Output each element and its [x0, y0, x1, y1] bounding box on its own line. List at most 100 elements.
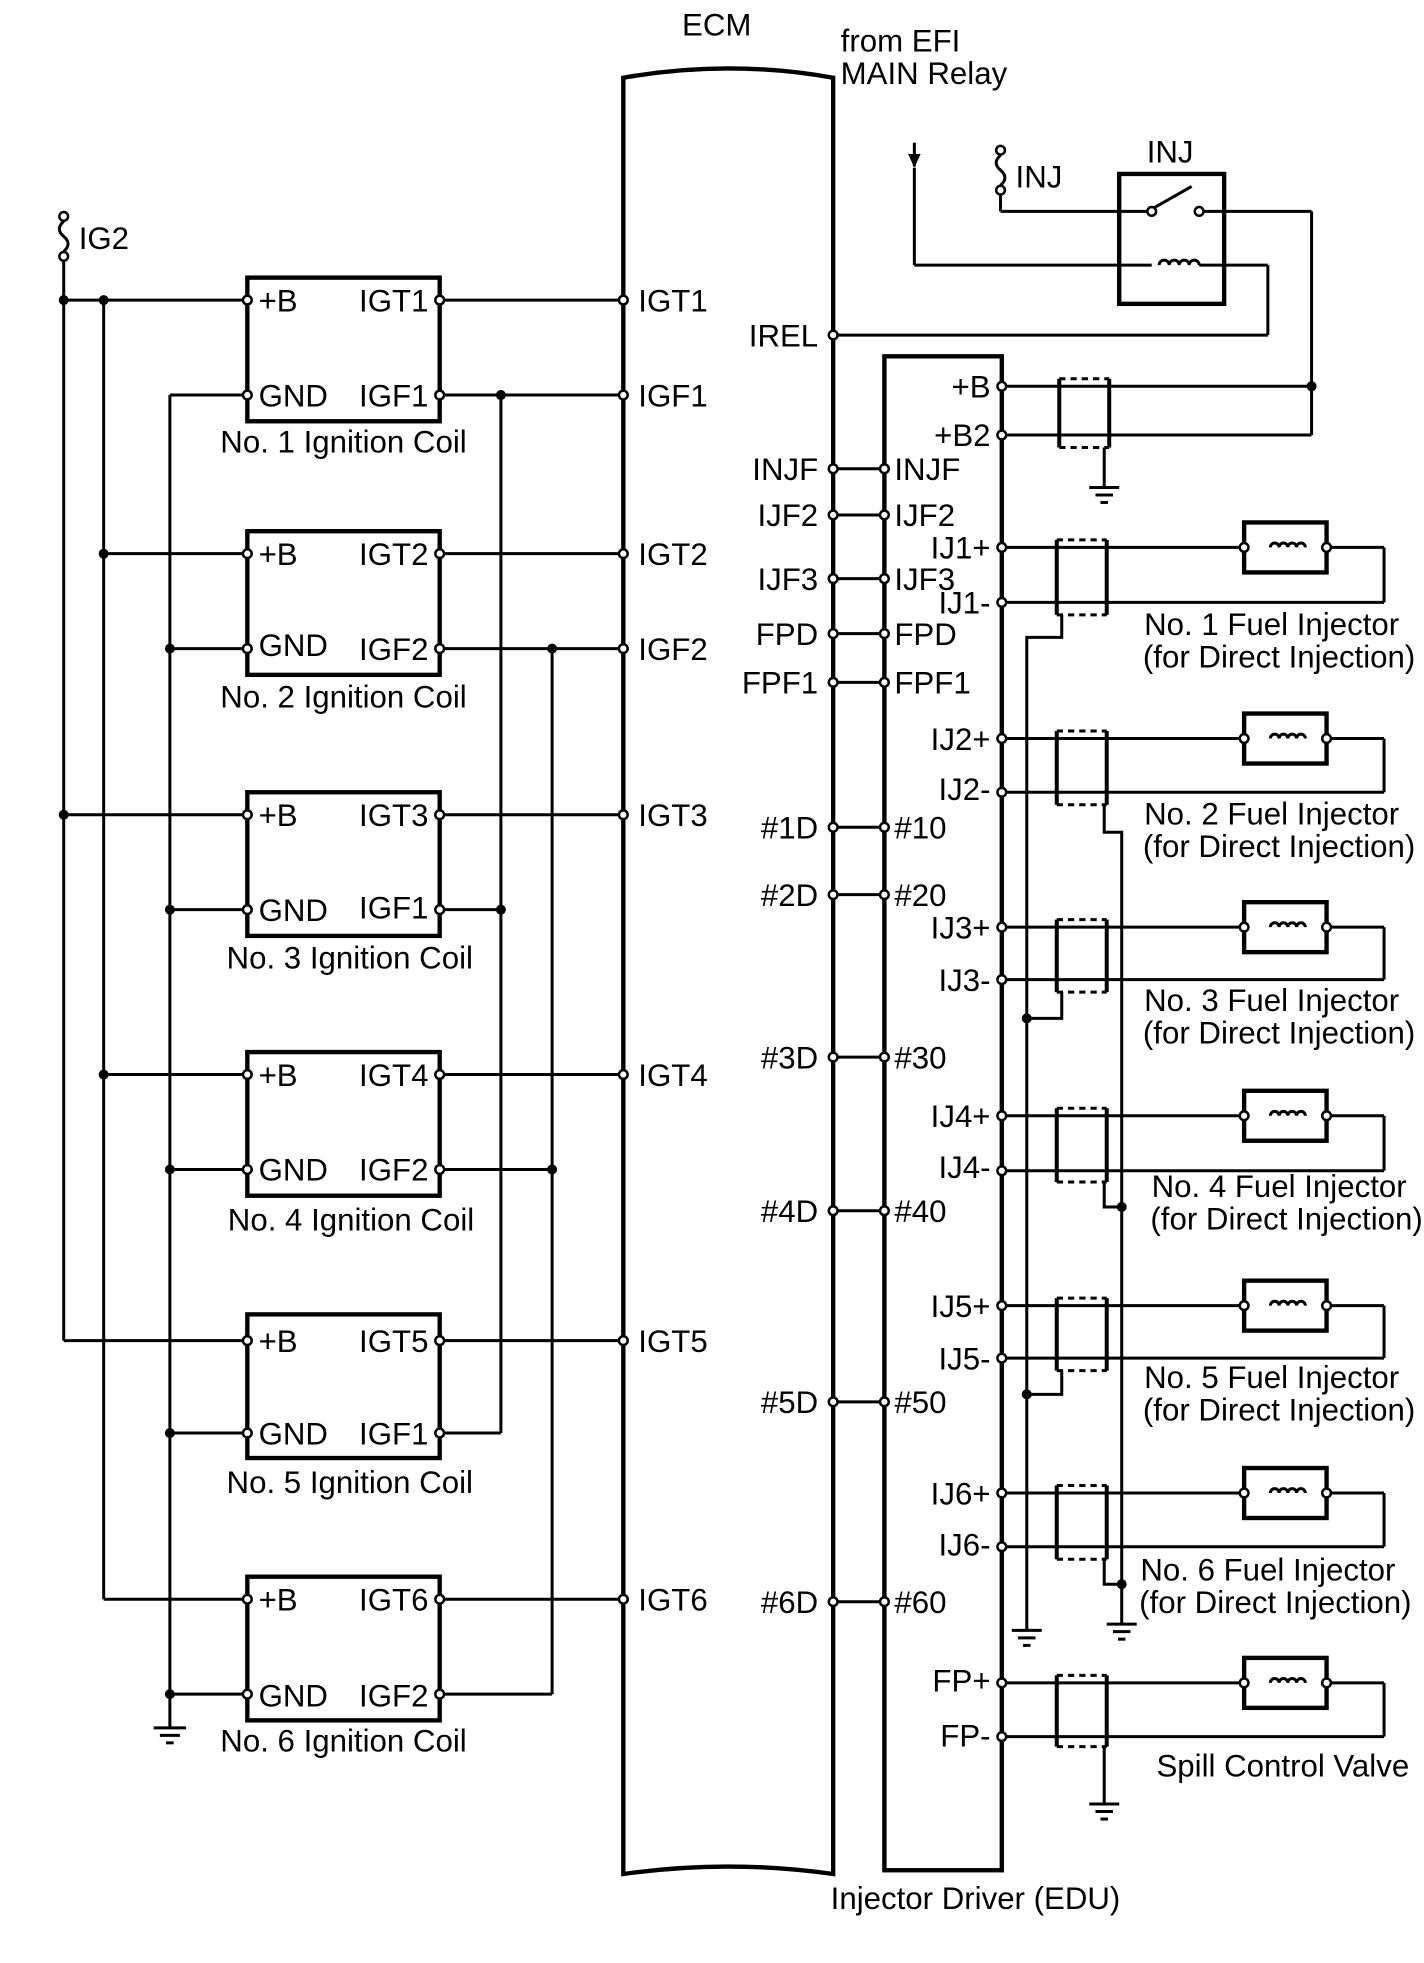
ecm-pin-label: IGT3: [638, 798, 707, 833]
ecm-pin-label: IGF1: [638, 378, 707, 413]
injector-sub: (for Direct Injection): [1143, 1015, 1415, 1050]
ig2-fuse: IG2: [57, 210, 129, 263]
edu-pin-label: IJ5+: [931, 1289, 991, 1324]
coil-igf-pin: IGF2: [359, 1679, 428, 1714]
spill-valve-wiring: [1005, 1673, 1386, 1805]
coil-b-pin: +B: [259, 1582, 298, 1617]
spill-valve-name: Spill Control Valve: [1156, 1749, 1409, 1784]
injector-1-wiring: [1005, 538, 1386, 1631]
ecm-edu-links: [833, 467, 885, 1604]
ecm-pin-label: FPF1: [742, 666, 818, 701]
from-efi-label-2: MAIN Relay: [841, 56, 1008, 91]
coil-b-pin: +B: [259, 537, 298, 572]
coil-gnd-pin: GND: [259, 1679, 328, 1714]
from-efi-label-1: from EFI: [841, 24, 961, 59]
edu-pin-label: IJ1-: [939, 586, 991, 621]
edu-pin-label: IJ4+: [931, 1099, 991, 1134]
inj-relay-label: INJ: [1147, 135, 1194, 170]
ground-symbol-edu-top: [1089, 485, 1120, 504]
edu-pin-label: #20: [894, 878, 946, 913]
inj-fuse: INJ: [994, 144, 1062, 196]
ecm-label: ECM: [682, 7, 751, 42]
coil-gnd-pin: GND: [259, 378, 328, 413]
coil-b-pin: +B: [259, 798, 298, 833]
coil-igf-pin: IGF2: [359, 1153, 428, 1188]
inj-relay: INJ: [1117, 135, 1227, 307]
edu-pin-label: INJF: [894, 452, 960, 487]
injector-name: No. 4 Fuel Injector: [1152, 1169, 1407, 1204]
ecm-pin-label: #6D: [761, 1585, 818, 1620]
ecm-pin-label: #2D: [761, 878, 818, 913]
edu-pin-label: FPD: [894, 617, 956, 652]
spill-control-valve: Spill Control Valve: [1156, 1655, 1409, 1784]
fuel-injector-4: No. 4 Fuel Injector (for Direct Injectio…: [1150, 1088, 1423, 1236]
edu-label: Injector Driver (EDU): [831, 1881, 1121, 1916]
ecm-pin-label: IGT4: [638, 1058, 707, 1093]
injector-2-wiring: [1005, 729, 1386, 1625]
injector-name: No. 6 Fuel Injector: [1140, 1552, 1395, 1587]
fuel-injector-6: No. 6 Fuel Injector (for Direct Injectio…: [1139, 1465, 1412, 1620]
injector-name: No. 2 Fuel Injector: [1144, 797, 1399, 832]
edu-pin-label: #30: [894, 1040, 946, 1075]
edu-pin-label: +B2: [934, 418, 990, 453]
ecm-pin-label: INJF: [752, 452, 818, 487]
injector-3-wiring: [1005, 918, 1386, 1024]
coil-b-pin: +B: [259, 283, 298, 318]
coil-gnd-pin: GND: [259, 1416, 328, 1451]
ground-symbol-coils: [153, 1726, 187, 1745]
ecm-left-pins: IGT1 IGF1 IGT2 IGF2 IGT3 IGT4 IGT5 IGT6: [617, 283, 708, 1617]
edu-pin-label: IJ2-: [939, 772, 991, 807]
ecm-pin-label: #1D: [761, 810, 818, 845]
ecm-pin-label: FPD: [756, 617, 818, 652]
coil-gnd-pin: GND: [259, 628, 328, 663]
edu-pin-label: IJ6-: [939, 1527, 991, 1562]
coil-igf-pin: IGF1: [359, 890, 428, 925]
edu-pin-label: FPF1: [894, 666, 970, 701]
ecm-pin-label: IGF2: [638, 632, 707, 667]
edu-pin-label: IJ3-: [939, 963, 991, 998]
injector-4-wiring: [1005, 1106, 1386, 1212]
coil-name: No. 4 Ignition Coil: [228, 1203, 474, 1238]
edu-pin-label: IJ2+: [931, 722, 991, 757]
injector-name: No. 3 Fuel Injector: [1144, 983, 1399, 1018]
edu-pin-label: #50: [894, 1385, 946, 1420]
edu-pin-label: FP+: [932, 1664, 990, 1699]
coil-name: No. 3 Ignition Coil: [227, 940, 473, 975]
fuel-injector-3: No. 3 Fuel Injector (for Direct Injectio…: [1143, 899, 1415, 1050]
ignition-coil-2: +B IGT2 GND IGF2 No. 2 Ignition Coil: [220, 529, 467, 714]
ground-symbol-injectors-a: [1011, 1628, 1042, 1647]
edu-pin-label: +B: [951, 370, 990, 405]
shield-b: [1057, 377, 1112, 449]
coil-b-pin: +B: [259, 1324, 298, 1359]
injector-sub: (for Direct Injection): [1143, 829, 1415, 864]
ignition-coil-1: +B IGT1 GND IGF1 No. 1 Ignition Coil: [220, 275, 467, 459]
edu-pin-label: #10: [894, 810, 946, 845]
ecm-pin-label: #3D: [761, 1040, 818, 1075]
edu-pin-label: #40: [894, 1194, 946, 1229]
edu-pin-label: #60: [894, 1585, 946, 1620]
coil-name: No. 6 Ignition Coil: [220, 1724, 466, 1759]
ecm-pin-label: #4D: [761, 1194, 818, 1229]
ignition-coil-3: +B IGT3 GND IGF1 No. 3 Ignition Coil: [227, 790, 473, 975]
ig2-fuse-label: IG2: [79, 221, 129, 256]
ecm-pin-label: IGT5: [638, 1324, 707, 1359]
edu-pin-label: IJ5-: [939, 1341, 991, 1376]
coil-name: No. 1 Ignition Coil: [220, 424, 466, 459]
fuel-injector-2: No. 2 Fuel Injector (for Direct Injectio…: [1143, 711, 1415, 864]
injector-sub: (for Direct Injection): [1143, 639, 1415, 674]
efi-feed-arrow: [908, 142, 1152, 267]
ecm-pin-label: IREL: [749, 318, 818, 353]
edu-right-pins: +B +B2 IJ1+ IJ1- IJ2+ IJ2- IJ3+ IJ3- IJ4…: [931, 370, 1008, 1754]
coil-gnd-pin: GND: [259, 893, 328, 928]
coil-igf-pin: IGF2: [359, 632, 428, 667]
injector-sub: (for Direct Injection): [1143, 1393, 1415, 1428]
coil-igt-pin: IGT2: [359, 537, 428, 572]
ecm-pin-label: #5D: [761, 1385, 818, 1420]
ignition-coil-4: +B IGT4 GND IGF2 No. 4 Ignition Coil: [228, 1049, 474, 1238]
ecm-pin-label: IGT6: [638, 1582, 707, 1617]
ecm-pin-label: IGT2: [638, 537, 707, 572]
ignition-coil-5: +B IGT5 GND IGF1 No. 5 Ignition Coil: [227, 1312, 473, 1500]
ignition-coil-6: +B IGT6 GND IGF2 No. 6 Ignition Coil: [220, 1574, 467, 1759]
edu-pin-label: IJ6+: [931, 1476, 991, 1511]
ecm-pin-label: IGT1: [638, 283, 707, 318]
